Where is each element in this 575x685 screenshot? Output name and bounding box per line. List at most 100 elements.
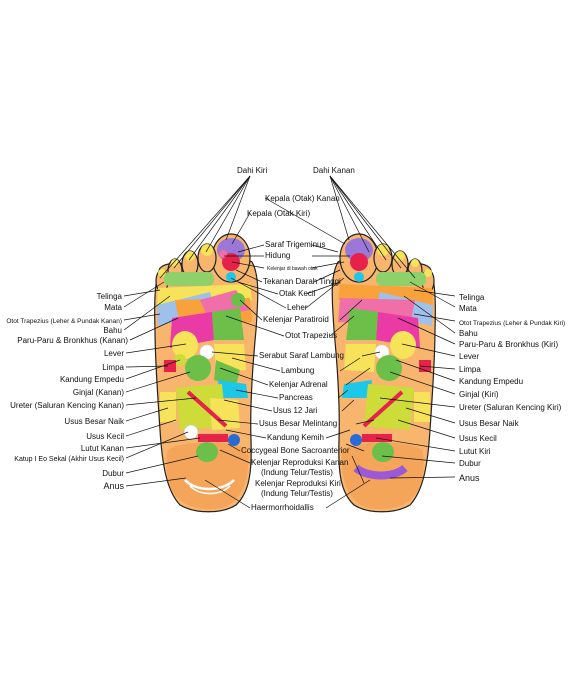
label-right-lever: Lever xyxy=(459,352,479,361)
label-repro-kanan-2: (Indung Telur/Testis) xyxy=(261,468,333,477)
right-toe-tip xyxy=(377,244,389,256)
left-foot xyxy=(154,233,259,513)
label-left-limpa: Limpa xyxy=(102,363,124,372)
right-toe-tip xyxy=(395,251,405,261)
label-kandung-kemih: Kandung Kemih xyxy=(267,433,324,442)
right-heel-arc xyxy=(353,464,408,480)
left-pancreas xyxy=(218,380,248,398)
label-left-mata: Mata xyxy=(104,303,122,312)
label-repro-kanan-1: Kelenjar Reproduksi Kanan xyxy=(251,458,348,467)
label-coccygeal: Coccygeal Bone Sacroanterior xyxy=(241,446,350,455)
label-usus-melintang: Usus Besar Melintang xyxy=(259,419,337,428)
label-otot-trapezius: Otot Trapezius xyxy=(285,331,337,340)
left-kidney-small xyxy=(164,360,176,372)
right-large-intestine xyxy=(364,384,414,430)
label-left-telinga: Telinga xyxy=(97,292,123,301)
label-left-bahu: Bahu xyxy=(103,326,122,335)
label-right-ureter: Ureter (Saluran Kencing Kiri) xyxy=(459,403,562,412)
label-usus-12: Usus 12 Jari xyxy=(273,406,318,415)
label-repro-kiri-2: (Indung Telur/Testis) xyxy=(261,489,333,498)
label-right-bahu: Bahu xyxy=(459,329,478,338)
left-liver xyxy=(172,331,198,359)
label-left-trapezius: Otot Trapezius (Leher & Pundak Kanan) xyxy=(6,318,122,325)
label-left-lutut: Lutut Kanan xyxy=(81,444,124,453)
label-right-lutut: Lutut Kiri xyxy=(459,447,491,456)
labels: Dahi Kiri Dahi Kanan Kepala (Otak) Kanan… xyxy=(6,166,565,512)
label-left-ginjal: Ginjal (Kanan) xyxy=(73,388,124,397)
left-eye-ear-zone xyxy=(164,272,214,286)
left-toe-tip xyxy=(171,259,179,267)
label-right-ginjal: Ginjal (Kiri) xyxy=(459,390,499,399)
label-kepala-kanan: Kepala (Otak) Kanan xyxy=(265,194,340,203)
label-lambung: Lambung xyxy=(281,366,314,375)
right-brain-zone xyxy=(345,238,373,262)
left-kidney xyxy=(185,355,211,381)
label-dahi-kanan: Dahi Kanan xyxy=(313,166,355,175)
label-repro-kiri-1: Kelenjar Reproduksi Kiri xyxy=(255,479,341,488)
label-right-usus-naik: Usus Besar Naik xyxy=(459,419,520,428)
label-right-mata: Mata xyxy=(459,304,477,313)
left-spleen xyxy=(214,360,240,386)
right-foot xyxy=(331,233,436,513)
left-small-intestine xyxy=(160,392,176,422)
right-rectum xyxy=(372,442,394,462)
label-right-trapezius: Otot Trapezius (Leher & Pundak Kiri) xyxy=(459,320,565,327)
left-green-zone xyxy=(212,308,244,340)
label-left-usus-kecil: Usus Kecil xyxy=(86,432,124,441)
label-right-limpa: Limpa xyxy=(459,365,481,374)
left-bladder-zone xyxy=(210,398,240,430)
left-heel-arc xyxy=(184,479,235,491)
left-heel xyxy=(166,442,249,510)
right-pancreas xyxy=(342,380,372,398)
right-kidney xyxy=(376,355,402,381)
left-heel-arc-2 xyxy=(189,485,231,495)
right-heart xyxy=(390,331,416,359)
left-pituitary xyxy=(222,253,240,271)
left-paratiroid xyxy=(231,293,245,307)
label-tekanan-darah: Tekanan Darah Tinggi xyxy=(263,277,341,286)
label-left-dubur: Dubur xyxy=(102,469,124,478)
left-neck xyxy=(226,272,236,282)
label-left-paru: Paru-Paru & Bronkhus (Kanan) xyxy=(17,336,128,345)
label-right-dubur: Dubur xyxy=(459,459,481,468)
label-left-katup: Katup I Eo Sekal (Akhir Usus Kecil) xyxy=(14,456,124,463)
leader-lines xyxy=(123,175,456,509)
left-reproduction xyxy=(228,434,240,446)
left-knee xyxy=(198,434,228,442)
label-right-telinga: Telinga xyxy=(459,293,485,302)
left-toe-tip xyxy=(158,269,166,277)
right-toe-tip xyxy=(424,269,432,277)
left-nose xyxy=(219,250,227,258)
label-left-usus-naik: Usus Besar Naik xyxy=(64,417,125,426)
label-pancreas: Pancreas xyxy=(279,393,313,402)
right-neck xyxy=(354,272,364,282)
label-haemorrhoidallis: Haermorrhoidallis xyxy=(251,503,314,512)
label-leher: Leher xyxy=(287,303,308,312)
right-toe-tip xyxy=(411,259,419,267)
right-eye-ear-zone xyxy=(376,272,426,286)
label-paratiroid: Kelenjar Paratiroid xyxy=(263,315,329,324)
right-ureter xyxy=(362,390,404,428)
label-left-empedu: Kandung Empedu xyxy=(60,375,124,384)
right-small-intestine xyxy=(414,392,430,422)
label-right-anus: Anus xyxy=(459,473,480,483)
left-katup xyxy=(183,424,199,440)
label-saraf-trigeminus: Saraf Trigeminus xyxy=(265,240,325,249)
label-hidung: Hidung xyxy=(265,251,290,260)
label-dahi-kiri: Dahi Kiri xyxy=(237,166,267,175)
label-left-anus: Anus xyxy=(103,481,124,491)
label-right-empedu: Kandung Empedu xyxy=(459,377,523,386)
label-kepala-kiri: Kepala (Otak Kiri) xyxy=(247,209,310,218)
right-pituitary xyxy=(350,253,368,271)
right-reproduction xyxy=(350,434,362,446)
left-toe-tip xyxy=(185,251,195,261)
label-right-usus-kecil: Usus Kecil xyxy=(459,434,497,443)
label-serabut-saraf: Serabut Saraf Lambung xyxy=(259,351,344,360)
label-left-lever: Lever xyxy=(104,349,124,358)
label-otak-kecil: Otak Kecil xyxy=(279,289,316,298)
label-left-ureter: Ureter (Saluran Kencing Kanan) xyxy=(10,401,124,410)
label-kelenjar-bawah-otak: Kelenjar di bawah otak xyxy=(267,266,318,272)
left-rectum xyxy=(196,442,218,462)
